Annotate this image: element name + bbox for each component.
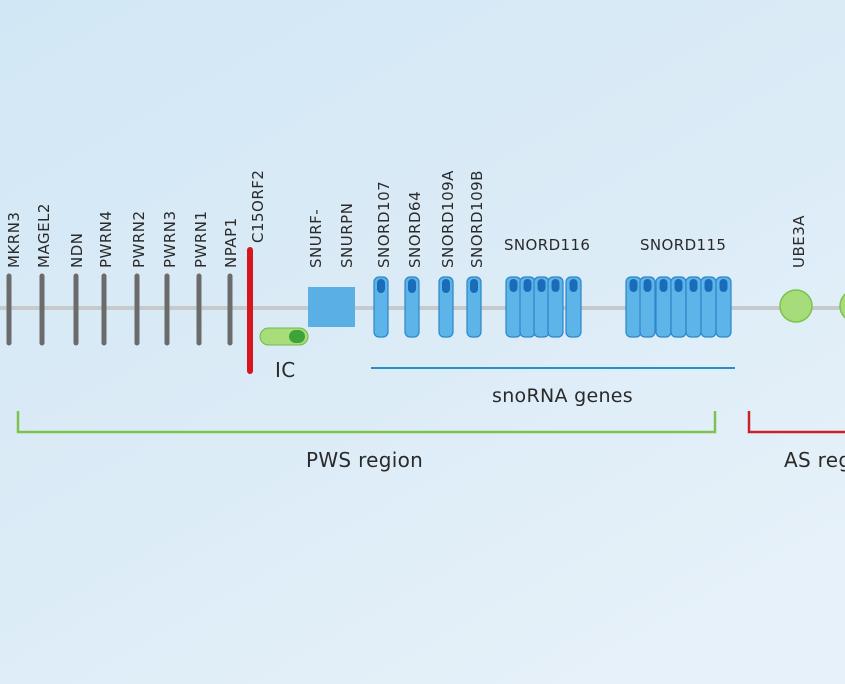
snord116-cluster xyxy=(505,276,582,338)
label-pwrn3: PWRN3 xyxy=(161,210,179,268)
label-snord109b: SNORD109B xyxy=(468,170,486,268)
ube3a-circle-icon xyxy=(779,289,813,323)
pws-bracket xyxy=(16,411,717,434)
snord116-copy xyxy=(505,276,522,338)
as-region-label: AS reg xyxy=(784,448,845,472)
snord107-gene xyxy=(373,276,389,338)
snord115-copy xyxy=(685,276,702,338)
snord115-copy xyxy=(625,276,642,338)
ic-dot-icon xyxy=(289,330,305,343)
snurf-snrpn-box xyxy=(308,287,355,327)
snord115-cluster xyxy=(625,276,732,338)
ic-element xyxy=(259,327,309,346)
label-npap1: NPAP1 xyxy=(222,217,240,268)
snord-single-genes xyxy=(373,276,482,338)
snord115-copy xyxy=(670,276,687,338)
label-pwrn1: PWRN1 xyxy=(192,210,210,268)
snord115-copy xyxy=(715,276,732,338)
label-snrpn: SNURPN xyxy=(338,203,356,268)
snord115-copy xyxy=(700,276,717,338)
label-magel2: MAGEL2 xyxy=(35,203,53,268)
label-snurf: SNURF- xyxy=(307,209,325,268)
label-snord109a: SNORD109A xyxy=(439,170,457,268)
label-snord116: SNORD116 xyxy=(504,236,590,254)
pws-region-label: PWS region xyxy=(306,448,423,472)
snord64-gene xyxy=(404,276,420,338)
snord116-copy xyxy=(565,276,582,338)
snord115-copy xyxy=(655,276,672,338)
as-bracket xyxy=(747,411,845,434)
label-pwrn4: PWRN4 xyxy=(97,210,115,268)
gene-labels: MKRN3 MAGEL2 NDN PWRN4 PWRN2 PWRN3 PWRN1… xyxy=(5,170,808,268)
label-mkrn3: MKRN3 xyxy=(5,212,23,268)
snord116-copy xyxy=(547,276,564,338)
label-snord107: SNORD107 xyxy=(375,181,393,268)
gene-bars xyxy=(6,273,233,346)
ube3a-next-circle-icon xyxy=(839,293,845,319)
label-pwrn2: PWRN2 xyxy=(130,210,148,268)
ic-label: IC xyxy=(275,358,295,382)
label-ube3a: UBE3A xyxy=(790,215,808,268)
label-ndn: NDN xyxy=(68,233,86,269)
snord109b-gene xyxy=(466,276,482,338)
label-c15orf2: C15ORF2 xyxy=(249,170,267,243)
snord109a-gene xyxy=(438,276,454,338)
snorna-genes-label: snoRNA genes xyxy=(492,385,633,407)
snord115-copy xyxy=(639,276,656,338)
label-snord64: SNORD64 xyxy=(406,191,424,268)
snord116-copy xyxy=(519,276,536,338)
label-snord115: SNORD115 xyxy=(640,236,726,254)
snord116-copy xyxy=(533,276,550,338)
